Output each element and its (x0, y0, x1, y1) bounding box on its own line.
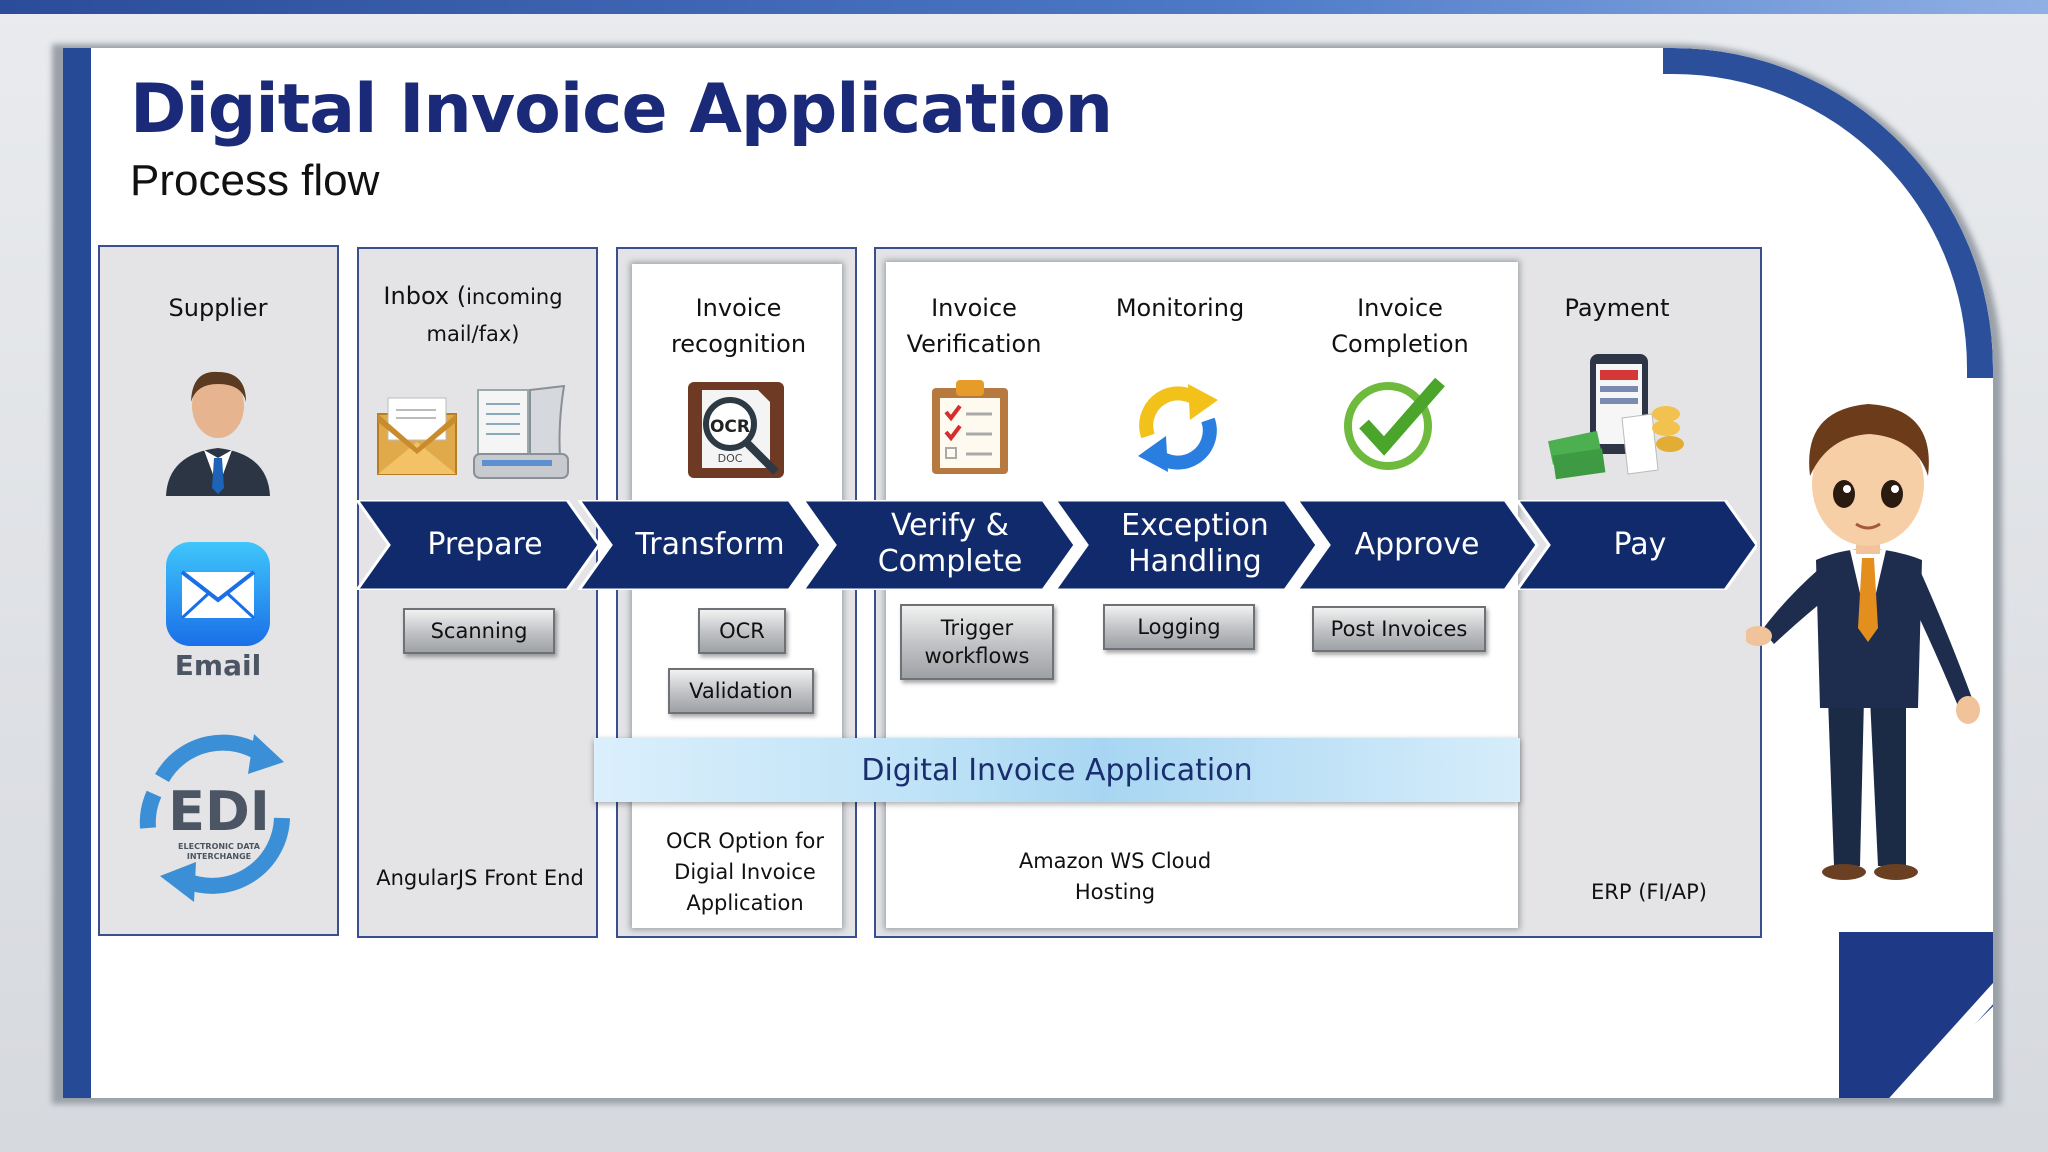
cloud-footer: Amazon WS Cloud Hosting (1018, 849, 1212, 904)
arrow-label-pay: Pay (1613, 527, 1667, 562)
inbox-heading-small: incoming (466, 285, 563, 309)
page-title: Digital Invoice Application (130, 70, 1113, 149)
scanning-tag: Scanning (403, 608, 555, 654)
arrow-approve (1295, 500, 1539, 590)
recognition-footer: OCR Option for Digial Invoice Applicatio… (665, 829, 825, 915)
verification-heading-line1: Invoice (931, 294, 1017, 322)
ocr-tag: OCR (698, 608, 786, 654)
supplier-heading: Supplier (168, 294, 268, 322)
ocr-icon-text: OCR (710, 417, 750, 437)
arrow-transform (577, 500, 823, 590)
arrow-label-prepare: Prepare (427, 527, 543, 562)
monitoring-heading: Monitoring (1115, 294, 1245, 322)
arrow-label-verify: Verify &Complete (877, 508, 1023, 579)
inbox-heading-line2: mail/fax) (426, 322, 520, 346)
arrow-prepare (357, 500, 601, 590)
edi-arrows-icon (139, 734, 290, 902)
slide-left-border (63, 48, 91, 1098)
doc-icon-text: DOC (718, 452, 743, 465)
payment-heading: Payment (1564, 294, 1670, 322)
refresh-icon (1138, 384, 1218, 472)
mobile-payment-icon (1548, 354, 1684, 480)
envelope-icon (377, 397, 457, 475)
inbox-heading: Inbox (incoming mail/fax) (362, 278, 584, 352)
edi-text: EDI (168, 780, 270, 843)
recognition-heading-line2: recognition (670, 330, 807, 358)
arrow-pay (1515, 500, 1757, 590)
edi-icon: EDI ELECTRONIC DATA INTERCHANGE (134, 718, 304, 908)
person-icon (166, 371, 270, 496)
recognition-heading-line1: Invoice (695, 294, 782, 322)
top-accent-bar (0, 0, 2048, 14)
checkmark-icon (1344, 377, 1445, 470)
cloud-inner (886, 262, 1518, 928)
corner-triangle (1839, 932, 1993, 1098)
payment-footer: ERP (FI/AP) (1591, 880, 1707, 904)
arrow-verify (801, 500, 1077, 590)
scanner-icon (473, 384, 569, 479)
ocr-icon: OCR DOC (688, 382, 784, 478)
arrow-label-approve: Approve (1354, 527, 1480, 562)
digital-invoice-application-bar: Digital Invoice Application (594, 738, 1520, 802)
recognition-heading: Invoice recognition (636, 290, 841, 362)
inbox-panel (357, 247, 598, 938)
post-invoices-tag: Post Invoices (1312, 606, 1486, 652)
inbox-heading-main: Inbox ( (383, 282, 467, 310)
edi-subtext: ELECTRONIC DATA INTERCHANGE (178, 842, 260, 861)
validation-tag: Validation (668, 668, 814, 714)
logging-tag: Logging (1103, 604, 1255, 650)
verification-heading: Invoice Verification (880, 290, 1068, 362)
email-icon (166, 542, 270, 646)
verification-heading-line2: Verification (906, 330, 1042, 358)
recognition-inner (632, 264, 842, 928)
arrow-exception (1053, 500, 1319, 590)
completion-heading-line1: Invoice (1357, 294, 1443, 322)
inbox-footer: AngularJS Front End (376, 866, 584, 890)
businessman-illustration (1746, 404, 1980, 880)
clipboard-icon (932, 380, 1008, 474)
completion-heading-line2: Completion (1331, 330, 1469, 358)
process-arrows (357, 500, 1757, 590)
completion-heading: Invoice Completion (1300, 290, 1500, 362)
arrow-label-transform: Transform (635, 527, 785, 562)
email-label: Email (174, 649, 262, 682)
page-subtitle: Process flow (130, 156, 380, 205)
